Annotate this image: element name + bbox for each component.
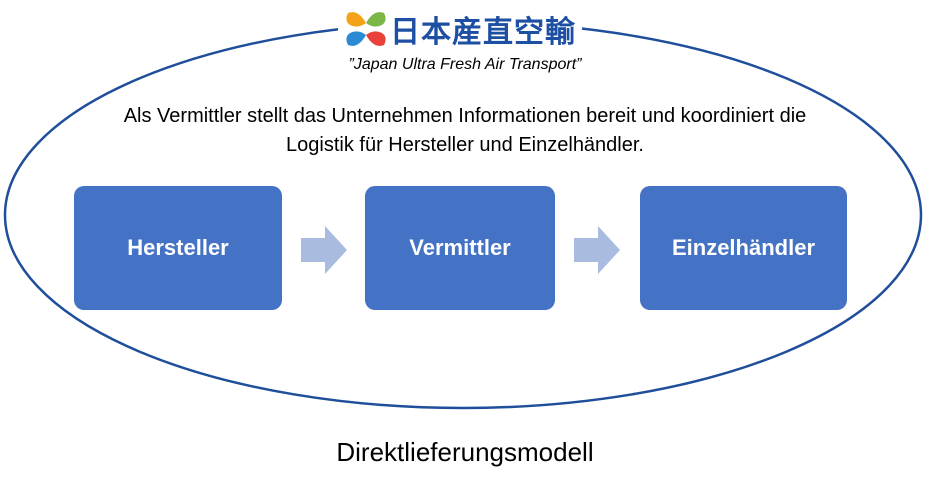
step-box-einzelhaendler: Einzelhändler	[640, 186, 847, 310]
diagram-caption: Direktlieferungsmodell	[336, 437, 594, 467]
step-label-vermittler: Vermittler	[409, 235, 511, 260]
step-label-hersteller: Hersteller	[127, 235, 229, 260]
logo-text: 日本産直空輸	[390, 15, 576, 50]
step-label-einzelhaendler: Einzelhändler	[671, 235, 816, 260]
colorful-x-logo-icon	[346, 12, 386, 46]
step-box-hersteller: Hersteller	[74, 186, 282, 310]
step-box-vermittler: Vermittler	[365, 186, 555, 310]
description-text: Als Vermittler stellt das Unternehmen In…	[123, 105, 807, 156]
company-logo: 日本産直空輸	[338, 8, 582, 50]
right-arrow-icon	[301, 226, 347, 274]
right-arrow-icon	[574, 226, 620, 274]
company-subtitle: ”Japan Ultra Fresh Air Transport”	[348, 56, 582, 73]
